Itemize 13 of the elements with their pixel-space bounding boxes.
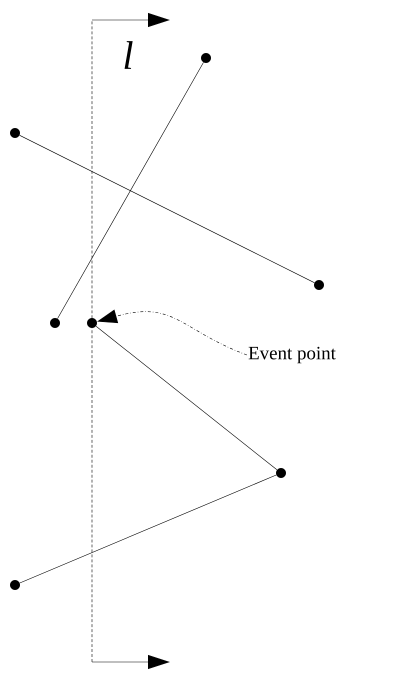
point	[10, 580, 20, 590]
segment	[57, 62, 204, 319]
point	[10, 128, 20, 138]
event-label: Event point	[248, 346, 336, 364]
point	[276, 468, 286, 478]
line-label: l	[124, 41, 133, 69]
point	[87, 318, 97, 328]
segment	[96, 326, 278, 470]
segment	[20, 474, 276, 584]
segment	[19, 135, 315, 283]
point	[201, 53, 211, 63]
point	[50, 318, 60, 328]
point	[314, 280, 324, 290]
